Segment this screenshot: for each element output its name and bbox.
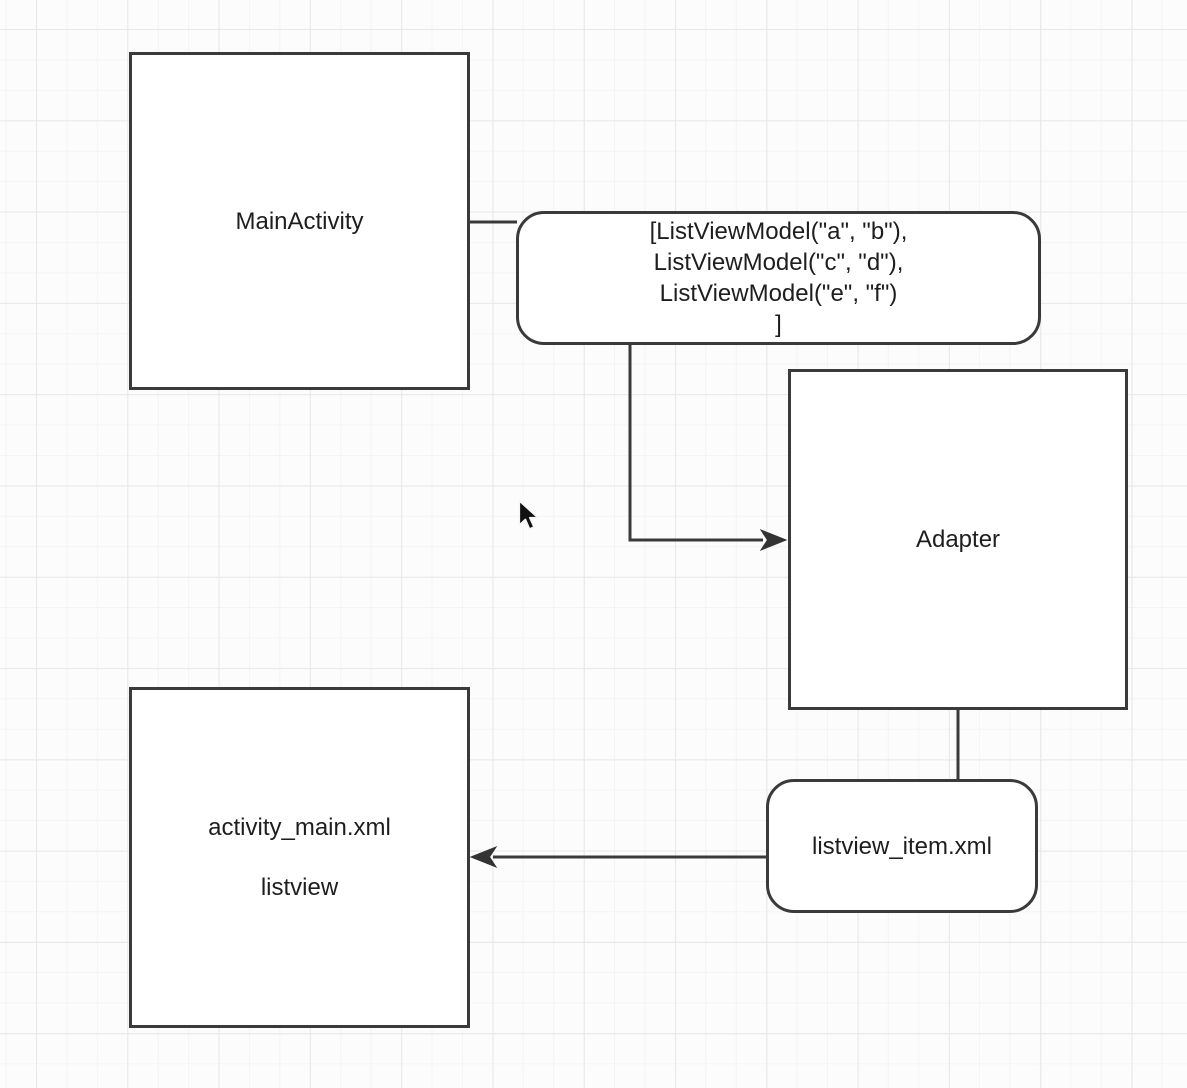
node-label: Adapter <box>915 526 1001 553</box>
mouse-cursor-icon <box>518 500 539 530</box>
node-label-line: ] <box>775 311 782 338</box>
node-mainactivity[interactable]: MainActivity <box>129 52 470 390</box>
node-activity-main-xml[interactable]: activity_main.xml listview <box>129 687 470 1028</box>
node-listviewmodel-array[interactable]: [ListViewModel("a", "b"), ListViewModel(… <box>516 211 1041 345</box>
node-label: listview_item.xml <box>811 832 993 860</box>
node-listview-item-xml[interactable]: listview_item.xml <box>766 779 1038 913</box>
edge-listmodels-to-adapter[interactable] <box>628 345 788 552</box>
node-adapter[interactable]: Adapter <box>788 369 1128 710</box>
node-label-line: [ListViewModel("a", "b"), <box>649 218 908 245</box>
arrowhead-left-icon <box>469 845 498 869</box>
node-label: MainActivity <box>235 207 364 235</box>
node-label-line: listview <box>260 874 339 901</box>
edge-listviewitem-to-activitymain[interactable] <box>469 845 766 869</box>
node-label-line: ListViewModel("e", "f") <box>659 280 898 307</box>
node-label-line: ListViewModel("c", "d"), <box>653 249 904 276</box>
node-label-line: activity_main.xml <box>208 814 391 841</box>
arrowhead-right-icon <box>759 528 788 552</box>
